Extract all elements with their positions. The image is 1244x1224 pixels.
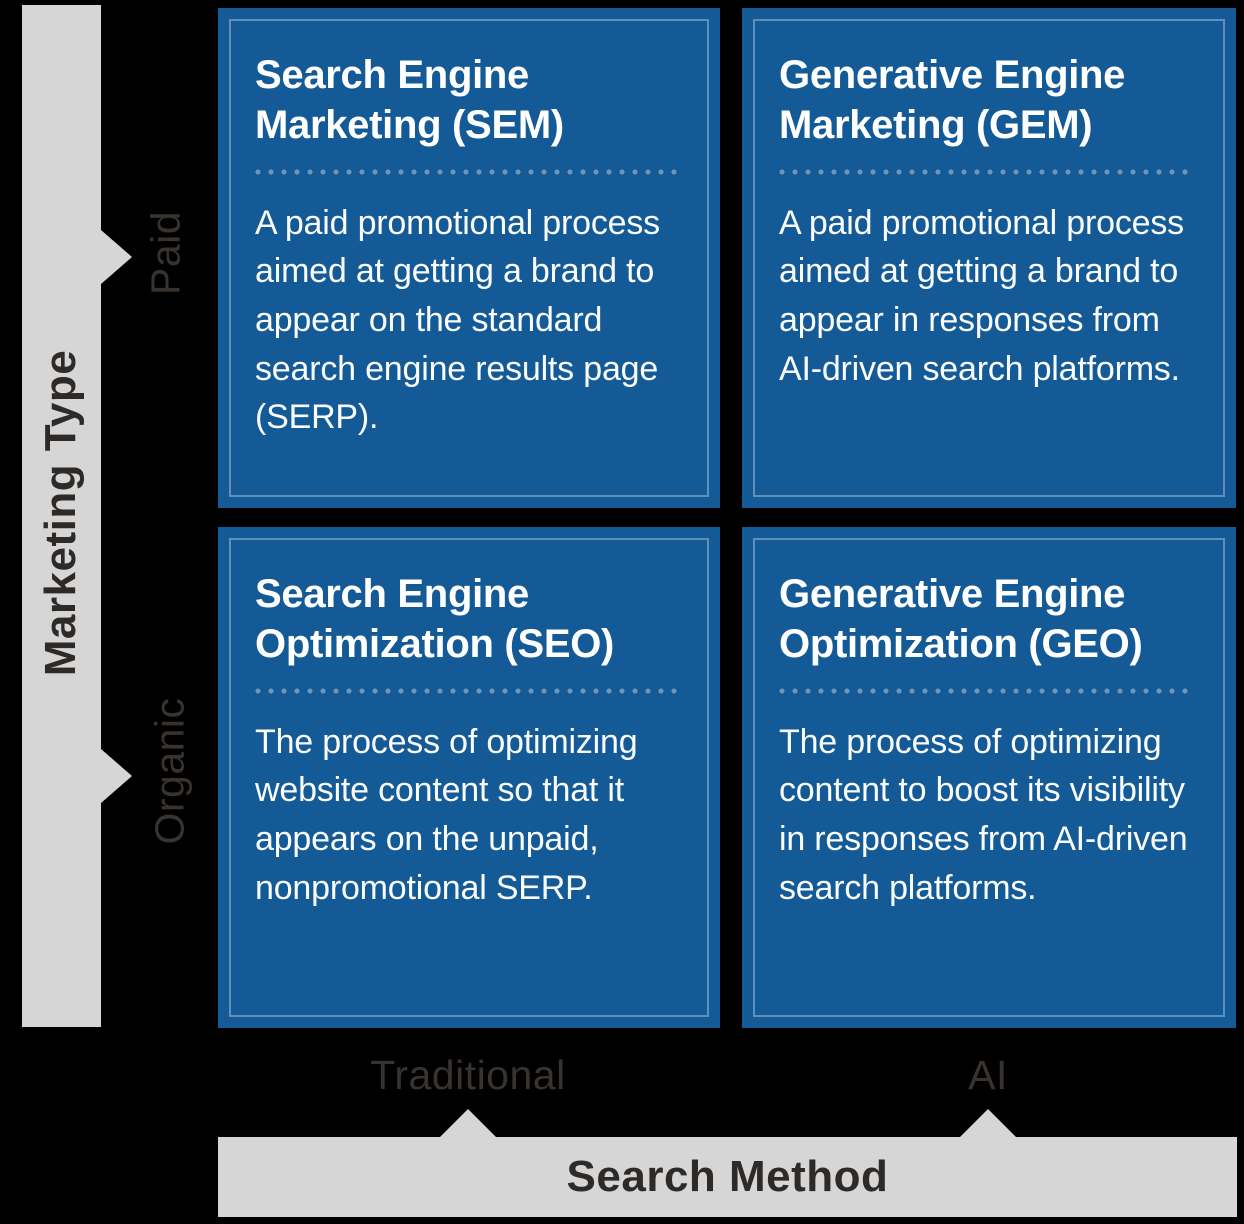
dotted-divider bbox=[255, 687, 678, 694]
quadrant-geo-description: The process of optimizing content to boo… bbox=[779, 722, 1188, 907]
quadrant-sem-description: A paid promotional process aimed at gett… bbox=[255, 203, 660, 437]
quadrant-gem: Generative Engine Marketing (GEM) A paid… bbox=[742, 8, 1236, 508]
quadrant-sem-title: Search Engine Marketing (SEM) bbox=[255, 53, 564, 148]
dotted-divider bbox=[779, 168, 1194, 175]
traditional-arrow-icon bbox=[439, 1109, 497, 1138]
quadrant-sem: Search Engine Marketing (SEM) A paid pro… bbox=[218, 8, 720, 508]
quadrant-seo: Search Engine Optimization (SEO) The pro… bbox=[218, 527, 720, 1028]
x-axis-title: Search Method bbox=[566, 1152, 889, 1201]
y-axis-title: Marketing Type bbox=[36, 349, 85, 677]
dotted-divider bbox=[255, 168, 678, 175]
quadrant-geo: Generative Engine Optimization (GEO) The… bbox=[742, 527, 1236, 1028]
ai-arrow-icon bbox=[959, 1109, 1017, 1138]
marketing-type-axis-bar bbox=[22, 5, 101, 1027]
quadrant-geo-title: Generative Engine Optimization (GEO) bbox=[779, 572, 1143, 667]
y-axis-label-paid: Paid bbox=[142, 210, 189, 296]
quadrant-seo-title: Search Engine Optimization (SEO) bbox=[255, 572, 615, 667]
quadrant-gem-title: Generative Engine Marketing (GEM) bbox=[779, 53, 1126, 148]
y-axis-label-organic: Organic bbox=[146, 697, 193, 845]
x-axis-label-ai: AI bbox=[968, 1052, 1008, 1098]
quadrant-seo-description: The process of optimizing website conten… bbox=[255, 722, 638, 907]
paid-arrow-icon bbox=[101, 230, 132, 284]
search-method-axis-bar: Search Method bbox=[218, 1137, 1237, 1217]
x-axis-label-traditional: Traditional bbox=[370, 1052, 566, 1098]
quadrant-gem-description: A paid promotional process aimed at gett… bbox=[779, 203, 1184, 388]
organic-arrow-icon bbox=[101, 749, 132, 803]
dotted-divider bbox=[779, 687, 1194, 694]
